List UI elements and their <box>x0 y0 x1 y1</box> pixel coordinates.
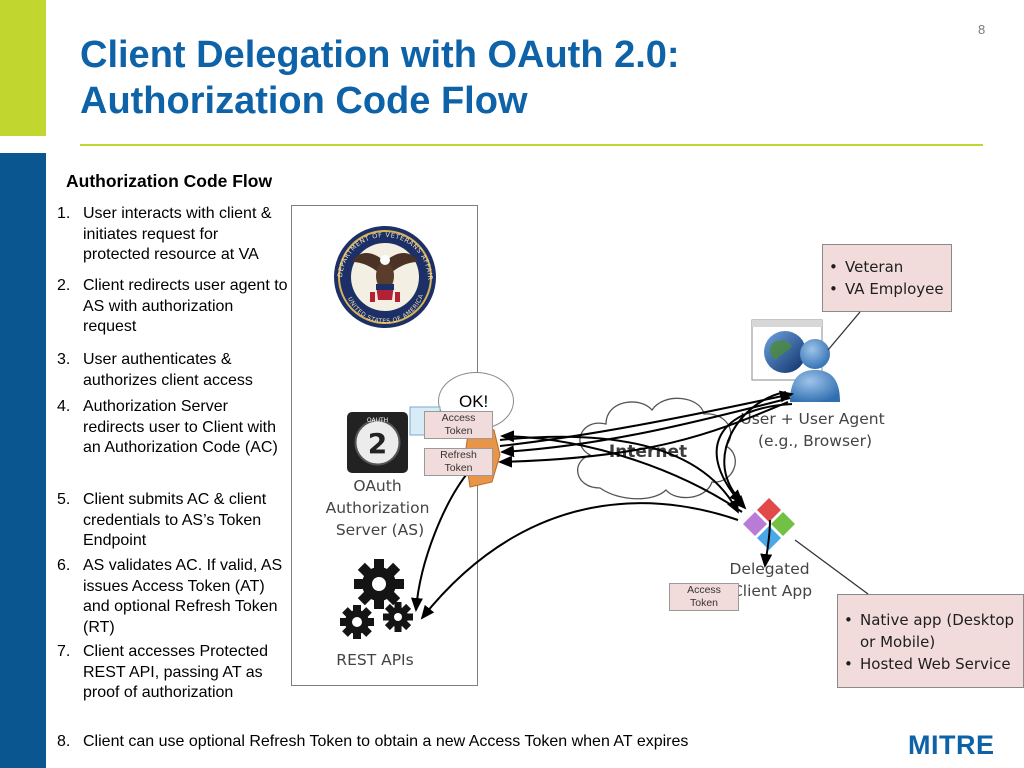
flow-step: 3. User authenticates & authorizes clien… <box>57 350 289 391</box>
page-number: 8 <box>978 22 986 37</box>
oauth-logo-text: OAUTH <box>367 417 388 424</box>
step-text: User authenticates & authorizes client a… <box>83 351 253 389</box>
client-app-label-line: Client App <box>732 582 812 600</box>
mitre-logo: MITRE <box>908 730 995 760</box>
user-callout-connector <box>827 311 861 351</box>
client-type-item: Hosted Web Service <box>838 653 1023 675</box>
refresh-token-badge: Refresh Token <box>424 448 493 476</box>
accent-bar-top <box>0 0 46 136</box>
client-app-label-line: Delegated <box>729 560 809 578</box>
step-text: Client submits AC & client credentials t… <box>83 491 267 549</box>
slide-title: Client Delegation with OAuth 2.0: Author… <box>80 32 960 124</box>
user-agent-label-line: (e.g., Browser) <box>758 432 872 450</box>
flow-arrow <box>499 390 794 447</box>
flow-arrow <box>410 469 471 612</box>
flow-step: 6. AS validates AC. If valid, AS issues … <box>57 556 289 638</box>
flow-arrow <box>499 435 739 514</box>
step-number: 1. <box>57 205 71 222</box>
client-type-item: Native app (Desktop or Mobile) <box>838 609 1023 653</box>
oauth-logo-number: 2 <box>368 427 387 460</box>
oauth-server-label-line: OAuth <box>353 477 401 495</box>
slide-title-line-2: Authorization Code Flow <box>80 80 528 122</box>
step-text: Client accesses Protected REST API, pass… <box>83 643 268 701</box>
access-token-label-line: Access <box>441 412 476 424</box>
svg-text:DEPARTMENT OF VETERANS AFFAIRS: DEPARTMENT OF VETERANS AFFAIRS <box>0 0 434 281</box>
step-number: 8. <box>57 733 71 750</box>
flow-arrow <box>498 401 789 468</box>
section-heading: Authorization Code Flow <box>66 171 273 191</box>
step-text: Authorization Server redirects user to C… <box>83 398 278 456</box>
rest-api-gears-icon <box>340 559 413 639</box>
refresh-token-label-line: Refresh <box>440 449 477 461</box>
seal-ring-text: DEPARTMENT OF VETERANS AFFAIRS <box>0 0 433 281</box>
user-agent-label-line: User + User Agent <box>740 410 884 428</box>
step-text: AS validates AC. If valid, AS issues Acc… <box>83 557 283 636</box>
refresh-token-label-line: Token <box>444 462 473 474</box>
user-types-callout: Veteran VA Employee <box>822 244 952 312</box>
user-icon <box>790 339 840 402</box>
title-divider <box>80 144 983 146</box>
client-access-token-label-line: Token <box>689 597 719 609</box>
flow-arrow <box>420 502 739 620</box>
step-number: 3. <box>57 351 71 368</box>
access-token-badge: Access Token <box>424 411 493 439</box>
access-token-label-line: Token <box>444 425 473 437</box>
flow-step: 8. Client can use optional Refresh Token… <box>57 732 777 753</box>
user-type-item: VA Employee <box>823 278 951 300</box>
user-agent-label: User + User Agent (e.g., Browser) <box>740 410 889 450</box>
flow-arrow <box>760 519 773 568</box>
flow-arrows <box>410 390 794 620</box>
ok-label: OK! <box>459 392 489 411</box>
slide-title-line-1: Client Delegation with OAuth 2.0: <box>80 34 680 76</box>
oauth-logo-icon: 2 OAUTH <box>347 412 408 473</box>
client-callout-connector <box>794 539 869 595</box>
step-number: 6. <box>57 557 71 574</box>
flow-step: 7. Client accesses Protected REST API, p… <box>57 642 289 704</box>
oauth-server-label-line: Authorization <box>326 499 430 517</box>
flow-arrow <box>723 391 787 504</box>
step-text: Client can use optional Refresh Token to… <box>83 733 689 750</box>
step-number: 4. <box>57 398 71 415</box>
client-app-label: Delegated Client App <box>729 560 814 600</box>
step-number: 7. <box>57 643 71 660</box>
rest-apis-label: REST APIs <box>336 651 413 669</box>
flow-step: 2. Client redirects user agent to AS wit… <box>57 276 289 338</box>
client-app-icon <box>743 498 795 550</box>
oauth-server-label: OAuth Authorization Server (AS) <box>326 477 435 539</box>
step-number: 5. <box>57 491 71 508</box>
oauth-server-label-line: Server (AS) <box>336 521 424 539</box>
flow-step: 5. Client submits AC & client credential… <box>57 490 289 552</box>
step-number: 2. <box>57 277 71 294</box>
flow-arrow <box>715 403 793 510</box>
client-access-token-badge: Access Token <box>669 583 739 611</box>
client-access-token-label-line: Access <box>687 584 721 596</box>
user-type-item: Veteran <box>823 256 951 278</box>
client-types-callout: Native app (Desktop or Mobile) Hosted We… <box>837 594 1024 688</box>
step-text: User interacts with client & initiates r… <box>83 205 272 263</box>
va-seal-icon: DEPARTMENT OF VETERANS AFFAIRS UNITED ST… <box>0 0 436 328</box>
flow-step: 1. User interacts with client & initiate… <box>57 204 289 266</box>
accent-bar-side <box>0 153 46 768</box>
flow-step: 4. Authorization Server redirects user t… <box>57 397 289 459</box>
step-text: Client redirects user agent to AS with a… <box>83 277 288 335</box>
